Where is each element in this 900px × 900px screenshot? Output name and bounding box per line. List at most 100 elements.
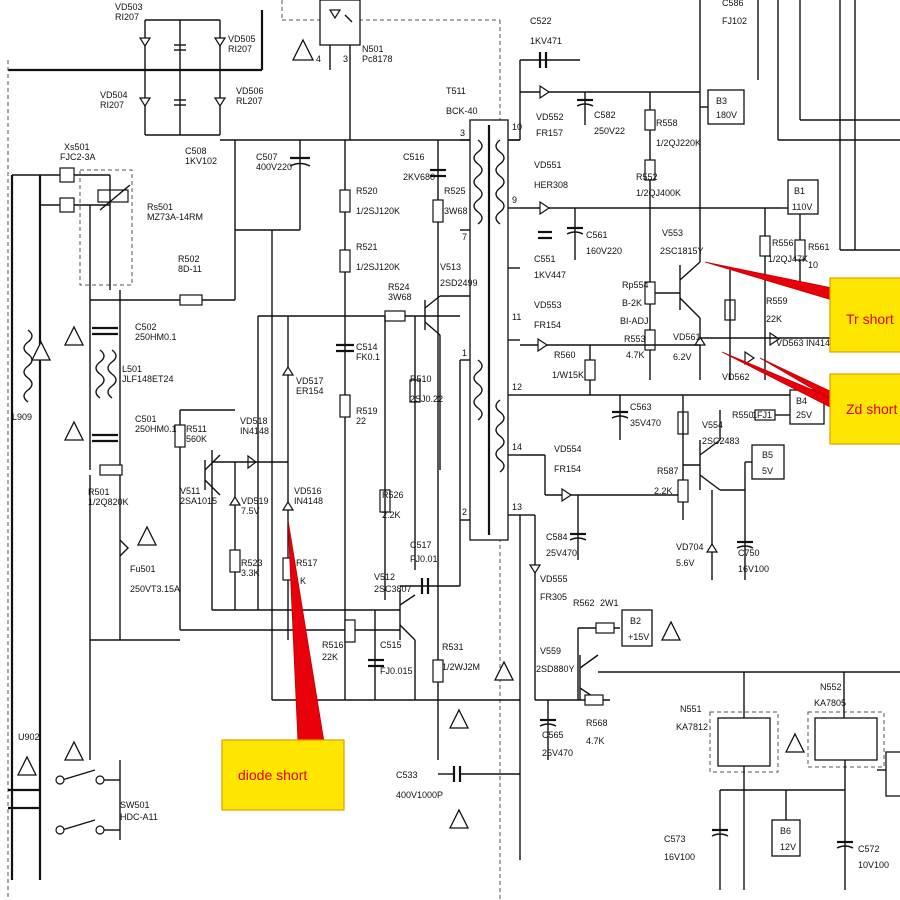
label-vd504: VD504 [100, 90, 128, 100]
value-r562: 2W1 [600, 598, 619, 608]
value-r550: 1FJ1 [752, 410, 772, 420]
value-c586: FJ102 [722, 16, 747, 26]
label-r519: R519 [356, 406, 378, 416]
resistor-r511 [174, 424, 186, 448]
diode-vd552 [539, 84, 551, 100]
value-r525: 3W68 [444, 206, 468, 216]
diode-short-callout-text: diode short [238, 767, 307, 783]
label-vd517: VD517 [296, 376, 324, 386]
label-r524: R524 [388, 282, 410, 292]
connector-xs501-pin1 [59, 167, 75, 183]
label-v554: V554 [702, 420, 723, 430]
label-r502: R502 [178, 254, 200, 264]
value-r559: 22K [766, 314, 782, 324]
value-c502: 250HM0.1 [135, 332, 177, 342]
t511-pin-10: 10 [512, 122, 522, 132]
value-fu501: 250VT3.15A [130, 584, 180, 594]
value-vd552: FR157 [536, 128, 563, 138]
label-c573: C573 [664, 834, 686, 844]
label-vd562: VD562 [722, 372, 750, 382]
value-r520: 1/2SJ120K [356, 206, 400, 216]
label-c502: C502 [135, 322, 157, 332]
resistor-r561 [794, 239, 806, 261]
value-v511: 2SA1015 [180, 496, 217, 506]
label-v559: V559 [540, 646, 561, 656]
label-xs501: Xs501 [64, 142, 90, 152]
value-vd555: FR305 [540, 592, 567, 602]
component-labels: VD503 RI207 VD505 RI207 VD504 RI207 VD50… [12, 0, 889, 870]
value-l501: JLF148ET24 [122, 374, 174, 384]
label-b1: B1 [794, 186, 805, 196]
value-r519: 22 [356, 416, 366, 426]
label-r526: R526 [382, 490, 404, 500]
label-v512: V512 [374, 572, 395, 582]
label-c508: C508 [185, 146, 207, 156]
resistor-r524 [384, 310, 406, 322]
value-vd503: RI207 [115, 12, 139, 22]
diode-vd505 [213, 37, 227, 48]
value-r517: K [300, 576, 306, 586]
value-c517: FJ0.01 [410, 554, 438, 564]
value-c573: 16V100 [664, 852, 695, 862]
label-c501: C501 [135, 414, 157, 424]
thermistor-rs501 [97, 189, 129, 203]
ac-input-section [8, 140, 236, 880]
label-vd561: VD561 [673, 332, 701, 342]
label-r561: R561 [808, 242, 830, 252]
label-c551: C551 [534, 254, 556, 264]
label-c514: C514 [356, 342, 378, 352]
control-section [174, 140, 520, 782]
switch-sw501-pole1 [61, 769, 96, 781]
warning-triangle-icon [448, 708, 470, 729]
value-r502: 8D-11 [178, 264, 202, 274]
label-r553: R553 [624, 334, 646, 344]
value-v554: 2SC2483 [702, 436, 740, 446]
label-c582: C582 [594, 110, 616, 120]
value-c561: 160V220 [586, 246, 622, 256]
value-rp554: B-2K [622, 298, 642, 308]
value-vd519: 7.5V [241, 506, 260, 516]
value-c501: 250HM0.1 [135, 424, 177, 434]
capacitor-c507 [289, 162, 311, 167]
warning-triangle-icon [136, 525, 158, 546]
label-u902: U902 [18, 732, 40, 742]
warning-triangle-icon [63, 740, 85, 761]
resistor-r568 [584, 694, 604, 706]
t511-pin-14: 14 [512, 442, 522, 452]
label-c586: C586 [722, 0, 744, 8]
label-r511: R511 [186, 424, 207, 434]
label-c565: C565 [542, 730, 564, 740]
value-c584: 25V470 [546, 548, 577, 558]
rail-b1 [787, 179, 819, 215]
resistor-r556 [759, 235, 771, 257]
value-c551: 1KV447 [534, 270, 566, 280]
diode-vd555 [528, 564, 542, 575]
value-vd504: RI207 [100, 100, 124, 110]
value-r523: 3.3K [241, 568, 260, 578]
value-c533: 400V1000P [396, 790, 443, 800]
inductor-l501 [95, 349, 105, 399]
resistor-r552 [644, 159, 656, 181]
label-r556: R556 [772, 238, 794, 248]
resistor-r553 [644, 329, 656, 351]
transistor-v512 [399, 624, 416, 641]
t511-pin-3: 3 [460, 128, 465, 138]
diode-vd516 [281, 500, 295, 511]
label-c517: C517 [410, 540, 432, 550]
regulator-n552 [814, 717, 878, 761]
label-r550: R550 [732, 410, 754, 420]
value-v512: 2SC3807 [374, 584, 412, 594]
value-vd551: HER308 [534, 180, 568, 190]
value-vd518: IN4148 [240, 426, 269, 436]
value-rs501: MZ73A-14RM [147, 212, 203, 222]
diode-vd503 [138, 37, 152, 48]
label-rs501: Rs501 [147, 202, 173, 212]
label-vd563: VD563 [776, 338, 804, 348]
warning-triangle-icon [16, 755, 38, 776]
resistor-r520 [339, 189, 351, 213]
label-r520: R520 [356, 186, 378, 196]
value-vd704: 5.6V [676, 558, 695, 568]
value-r552: 1/2QJ400K [636, 188, 681, 198]
zd-short-callout-text: Zd short [846, 401, 897, 417]
label-r517: R517 [296, 558, 318, 568]
